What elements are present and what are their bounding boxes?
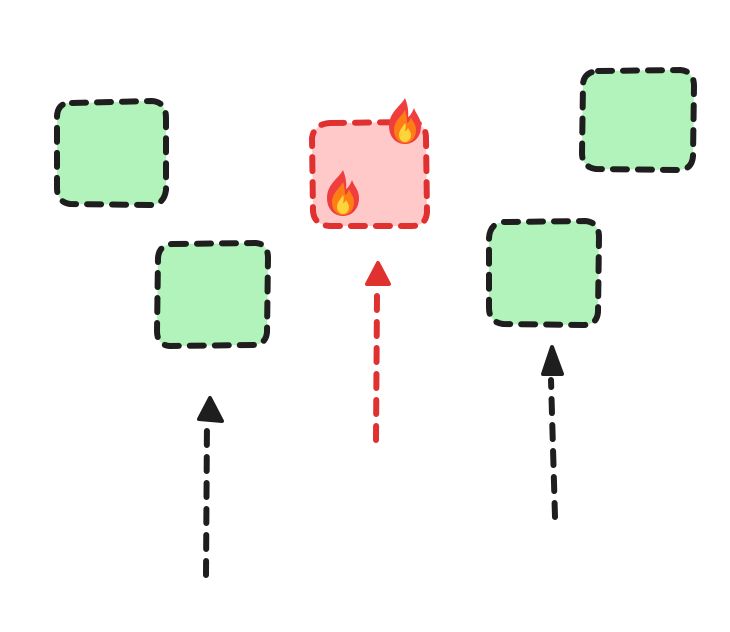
arrow-center xyxy=(365,261,391,443)
arrow-right xyxy=(541,345,564,520)
node-center xyxy=(309,98,430,229)
fire-icon xyxy=(389,98,421,144)
node-top-left xyxy=(54,98,169,208)
node-top-right xyxy=(579,67,697,173)
arrowhead-icon xyxy=(541,345,564,376)
node-bottom-right xyxy=(486,218,602,328)
arrow-left xyxy=(197,396,224,578)
arrowhead-icon xyxy=(197,396,224,423)
arrowhead-icon xyxy=(365,261,391,286)
node-bottom-left xyxy=(154,240,271,349)
